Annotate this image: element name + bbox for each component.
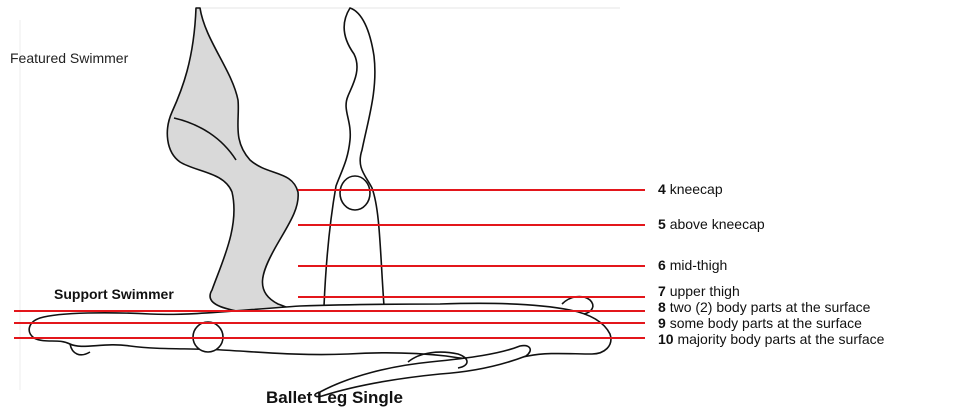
level-number: 10 (658, 331, 674, 347)
level-number: 6 (658, 257, 666, 273)
level-number: 9 (658, 315, 666, 331)
level-label-7: 7 upper thigh (658, 283, 740, 299)
featured-swimmer-figure (167, 8, 298, 317)
level-label-4: 4 kneecap (658, 181, 723, 197)
level-label-10: 10 majority body parts at the surface (658, 331, 884, 347)
level-text: some body parts at the surface (670, 315, 862, 331)
level-text: above kneecap (670, 216, 765, 232)
level-text: upper thigh (670, 283, 740, 299)
level-label-5: 5 above kneecap (658, 216, 765, 232)
level-text: two (2) body parts at the surface (670, 299, 871, 315)
diagram-caption: Ballet Leg Single (266, 388, 403, 408)
level-text: kneecap (670, 181, 723, 197)
level-number: 4 (658, 181, 666, 197)
level-number: 5 (658, 216, 666, 232)
ballet-leg-figure (324, 8, 384, 306)
level-text: mid-thigh (670, 257, 728, 273)
level-label-8: 8 two (2) body parts at the surface (658, 299, 870, 315)
featured-swimmer-label: Featured Swimmer (10, 50, 128, 66)
level-label-6: 6 mid-thigh (658, 257, 727, 273)
level-text: majority body parts at the surface (677, 331, 884, 347)
support-swimmer-label: Support Swimmer (54, 286, 174, 302)
level-number: 8 (658, 299, 666, 315)
level-number: 7 (658, 283, 666, 299)
level-label-9: 9 some body parts at the surface (658, 315, 862, 331)
